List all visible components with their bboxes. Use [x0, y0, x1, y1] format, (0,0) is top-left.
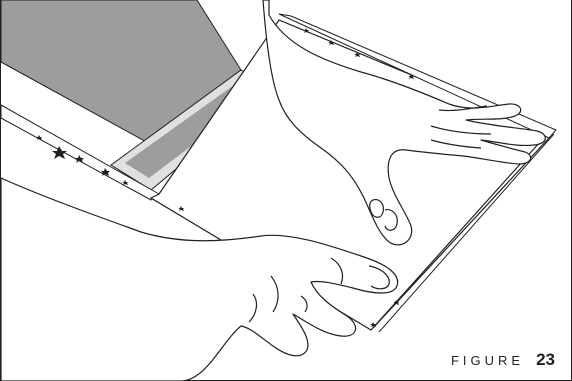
figure-number: 23 [536, 350, 555, 370]
figure-caption: FIGURE 23 [451, 350, 555, 370]
figure-label: FIGURE [451, 353, 524, 368]
